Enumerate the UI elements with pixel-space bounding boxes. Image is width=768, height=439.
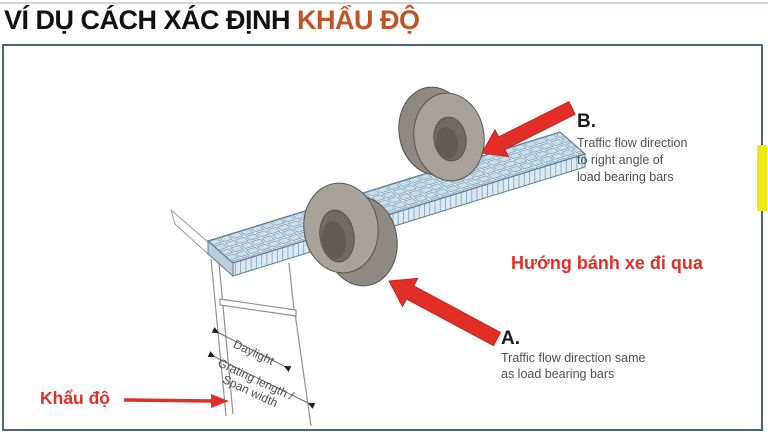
tire-b [398, 86, 485, 182]
arrow-b [481, 101, 576, 158]
span-callout-arrow-shaft [123, 398, 213, 403]
label-b-letter: B. [577, 111, 596, 132]
label-b-line3: load bearing bars [577, 170, 674, 184]
label-a-line1: Traffic flow direction same [501, 351, 646, 365]
arrow-a [388, 277, 502, 347]
label-b-line1: Traffic flow direction [577, 136, 688, 150]
label-a: A. Traffic flow direction same as load b… [501, 328, 646, 381]
label-b: B. Traffic flow direction to right angle… [577, 111, 688, 184]
page-title: VÍ DỤ CÁCH XÁC ĐỊNH KHẨU ĐỘ [4, 0, 420, 40]
page-title-main: VÍ DỤ CÁCH XÁC ĐỊNH [4, 5, 298, 35]
tire-a [303, 182, 398, 287]
wheel-direction-note: Hướng bánh xe đi qua [511, 253, 704, 273]
span-callout: Khẩu độ [40, 388, 229, 408]
left-structure-edge [170, 209, 209, 255]
span-callout-arrow-head [211, 394, 229, 408]
label-a-line2: as load bearing bars [501, 367, 614, 381]
span-callout-label: Khẩu độ [40, 388, 110, 408]
tire-b-hub-shadow [435, 127, 459, 159]
page-top-divider [0, 2, 768, 4]
tire-a-hub-shadow [321, 221, 347, 259]
scroll-position-marker[interactable] [757, 145, 767, 211]
label-b-line2: to right angle of [577, 153, 664, 167]
page-title-accent: KHẨU ĐỘ [297, 5, 420, 35]
label-a-letter: A. [501, 328, 520, 349]
